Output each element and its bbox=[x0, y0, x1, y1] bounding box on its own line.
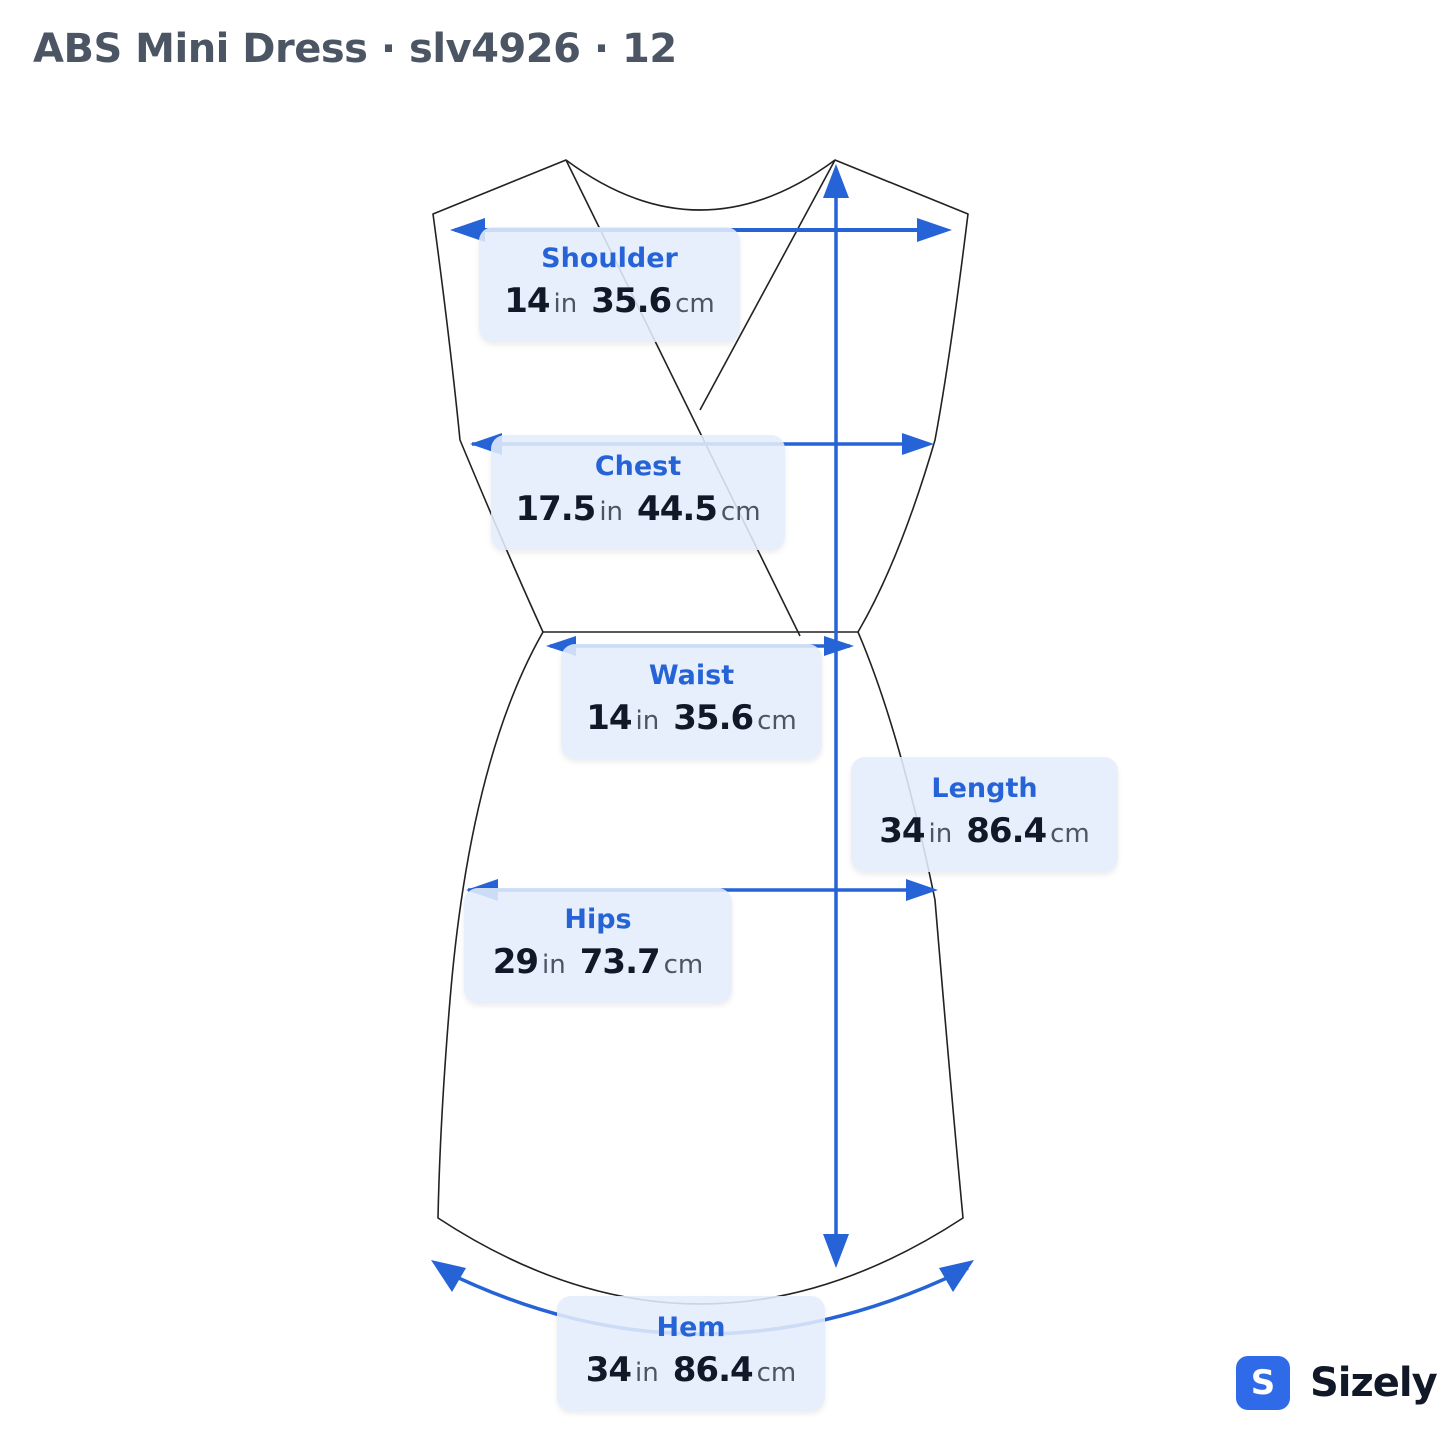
hips-arrowhead-right bbox=[906, 879, 938, 901]
chest-inches: 17.5 bbox=[515, 489, 596, 529]
cm-unit: cm bbox=[757, 706, 797, 736]
shoulder-inches: 14 bbox=[504, 281, 550, 321]
inch-unit: in bbox=[542, 950, 566, 980]
hips-name: Hips bbox=[564, 904, 632, 935]
cm-unit: cm bbox=[720, 497, 761, 527]
hips-cm: 73.7 bbox=[579, 942, 661, 982]
hem-arrowhead-left bbox=[431, 1260, 466, 1292]
inch-unit: in bbox=[635, 706, 660, 736]
length-cm: 86.4 bbox=[966, 811, 1047, 851]
waist-cm: 35.6 bbox=[673, 698, 754, 738]
shoulder-arrowhead-right bbox=[917, 218, 952, 242]
chest-name: Chest bbox=[594, 451, 682, 482]
brand-name: Sizely bbox=[1310, 1360, 1438, 1406]
inch-unit: in bbox=[599, 497, 624, 527]
waist-name: Waist bbox=[648, 660, 735, 691]
brand: S Sizely bbox=[1236, 1356, 1438, 1410]
chest-arrowhead-right bbox=[902, 433, 934, 455]
length-name: Length bbox=[931, 773, 1038, 804]
shoulder-cm: 35.6 bbox=[591, 281, 672, 321]
cm-unit: cm bbox=[663, 950, 704, 980]
cm-unit: cm bbox=[756, 1358, 797, 1388]
length-arrowhead-top bbox=[823, 164, 849, 198]
hem-name: Hem bbox=[656, 1312, 726, 1343]
chest-cm: 44.5 bbox=[637, 489, 718, 529]
hem-arrowhead-right bbox=[939, 1260, 974, 1292]
waist-arrowhead-right bbox=[824, 636, 854, 656]
waist-inches: 14 bbox=[586, 698, 632, 738]
hem-cm: 86.4 bbox=[672, 1350, 754, 1390]
length-arrowhead-bottom bbox=[823, 1234, 849, 1268]
shoulder-arrowhead-left bbox=[450, 218, 485, 242]
page-title: ABS Mini Dress · slv4926 · 12 bbox=[33, 26, 677, 72]
inch-unit: in bbox=[928, 819, 953, 849]
inch-unit: in bbox=[635, 1358, 659, 1388]
cm-unit: cm bbox=[1050, 819, 1090, 849]
inch-unit: in bbox=[553, 289, 578, 319]
cm-unit: cm bbox=[675, 289, 715, 319]
length-inches: 34 bbox=[879, 811, 925, 851]
hem-inches: 34 bbox=[585, 1350, 632, 1390]
hips-inches: 29 bbox=[492, 942, 539, 982]
shoulder-name: Shoulder bbox=[541, 243, 678, 274]
sizely-logo-icon: S bbox=[1236, 1356, 1290, 1410]
